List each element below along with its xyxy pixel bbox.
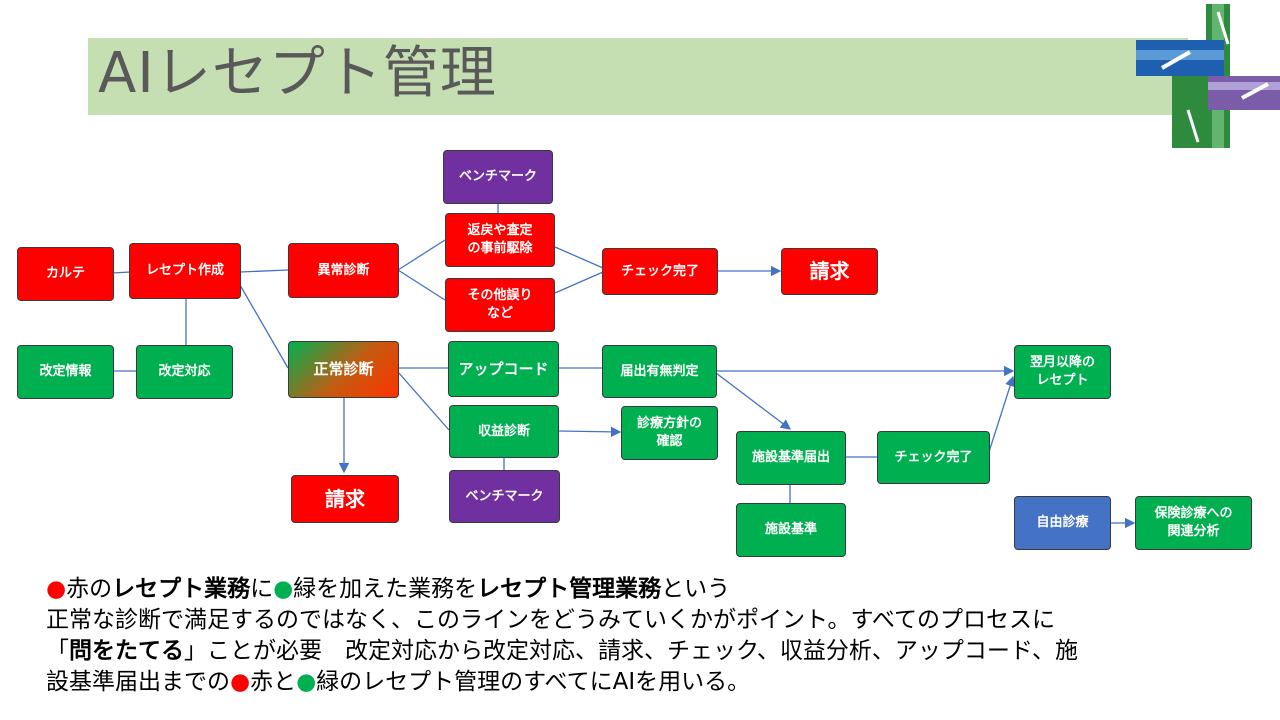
- sonota-line2: など: [486, 306, 513, 321]
- page-title: AIレセプト管理: [98, 41, 497, 106]
- sonota-node: その他誤り など: [445, 278, 555, 332]
- caption-line-1: ●赤のレセプト業務に●緑を加えた業務をレセプト管理業務という: [46, 574, 1266, 605]
- yokugetsu-line2: レセプト: [1036, 373, 1089, 388]
- caption-line-4: 設基準届出までの●赤と●緑のレセプト管理のすべてにAIを用いる。: [46, 667, 1266, 698]
- shisetsu-todokede-node: 施設基準届出: [736, 431, 846, 485]
- caption-l4-c: 緑のレセプト管理のすべてにAIを用いる。: [316, 669, 751, 695]
- seijou-diagnosis-node: 正常診断: [288, 341, 399, 398]
- ijou-diagnosis-node: 異常診断: [288, 243, 399, 298]
- benchmark-bottom-node: ベンチマーク: [449, 470, 560, 523]
- caption-l1-d: 緑を加えた業務を: [293, 576, 478, 602]
- red-dot-icon: ●: [230, 669, 251, 695]
- hoken-line2: 関連分析: [1167, 524, 1220, 539]
- seikyu-top-node: 請求: [781, 248, 878, 295]
- hoken-line1: 保険診療への: [1154, 506, 1233, 522]
- receipt-create-node: レセプト作成: [129, 243, 241, 299]
- caption-line-3: 「問をたてる」ことが必要 改定対応から改定対応、請求、チェック、収益分析、アップ…: [46, 636, 1266, 667]
- hoken-kanren-node: 保険診療への 関連分析: [1135, 496, 1252, 550]
- kaitei-info-node: 改定情報: [17, 345, 114, 399]
- caption-l1-e: レセプト管理業務: [477, 576, 662, 602]
- seikyu-bottom-node: 請求: [291, 475, 399, 523]
- yokugetsu-line1: 翌月以降の: [1029, 355, 1095, 371]
- green-dot-icon: ●: [273, 576, 294, 602]
- caption-l1-f: という: [661, 576, 731, 602]
- caption-l3-c: 」ことが必要 改定対応から改定対応、請求、チェック、収益分析、アップコード、施: [184, 638, 1079, 664]
- title-band: [88, 38, 1188, 115]
- shueki-diagnosis-node: 収益診断: [449, 405, 559, 458]
- red-dot-icon: ●: [46, 576, 67, 602]
- yokugetsu-receipt-node: 翌月以降の レセプト: [1014, 345, 1111, 399]
- caption-l4-b: 赤と: [250, 669, 297, 695]
- decorative-logo: [1136, 4, 1280, 148]
- karte-node: カルテ: [17, 247, 114, 301]
- caption-l3-b: 問をたてる: [69, 638, 184, 664]
- henrei-line1: 返戻や査定: [467, 223, 533, 239]
- shinryo-line1: 診療方針の: [636, 416, 702, 432]
- shisetsu-kijun-node: 施設基準: [736, 503, 846, 557]
- kaitei-taiou-node: 改定対応: [136, 345, 233, 399]
- caption-l3-a: 「: [46, 638, 69, 664]
- henrei-node: 返戻や査定 の事前駆除: [445, 213, 555, 267]
- caption-l1-c: に: [250, 576, 274, 602]
- caption-l1-a: 赤の: [66, 576, 113, 602]
- henrei-line2: の事前駆除: [467, 241, 533, 256]
- upcode-node: アップコード: [448, 341, 559, 397]
- caption-l1-b: レセプト業務: [112, 576, 251, 602]
- caption-text: ●赤のレセプト業務に●緑を加えた業務をレセプト管理業務という 正常な診断で満足す…: [46, 574, 1266, 698]
- caption-line-2: 正常な診断で満足するのではなく、このラインをどうみていくかがポイント。すべてのプ…: [46, 607, 1056, 633]
- check-complete-red-node: チェック完了: [602, 248, 718, 295]
- green-dot-icon: ●: [296, 669, 317, 695]
- shinryo-line2: 確認: [656, 434, 683, 449]
- jiyu-shinryo-node: 自由診療: [1014, 496, 1111, 550]
- todokede-node: 届出有無判定: [602, 345, 717, 398]
- sonota-line1: その他誤り: [467, 288, 533, 304]
- benchmark-top-node: ベンチマーク: [443, 150, 553, 204]
- shinryo-houshin-node: 診療方針の 確認: [621, 406, 718, 460]
- check-complete-green-node: チェック完了: [877, 431, 990, 484]
- caption-l4-a: 設基準届出までの: [46, 669, 230, 695]
